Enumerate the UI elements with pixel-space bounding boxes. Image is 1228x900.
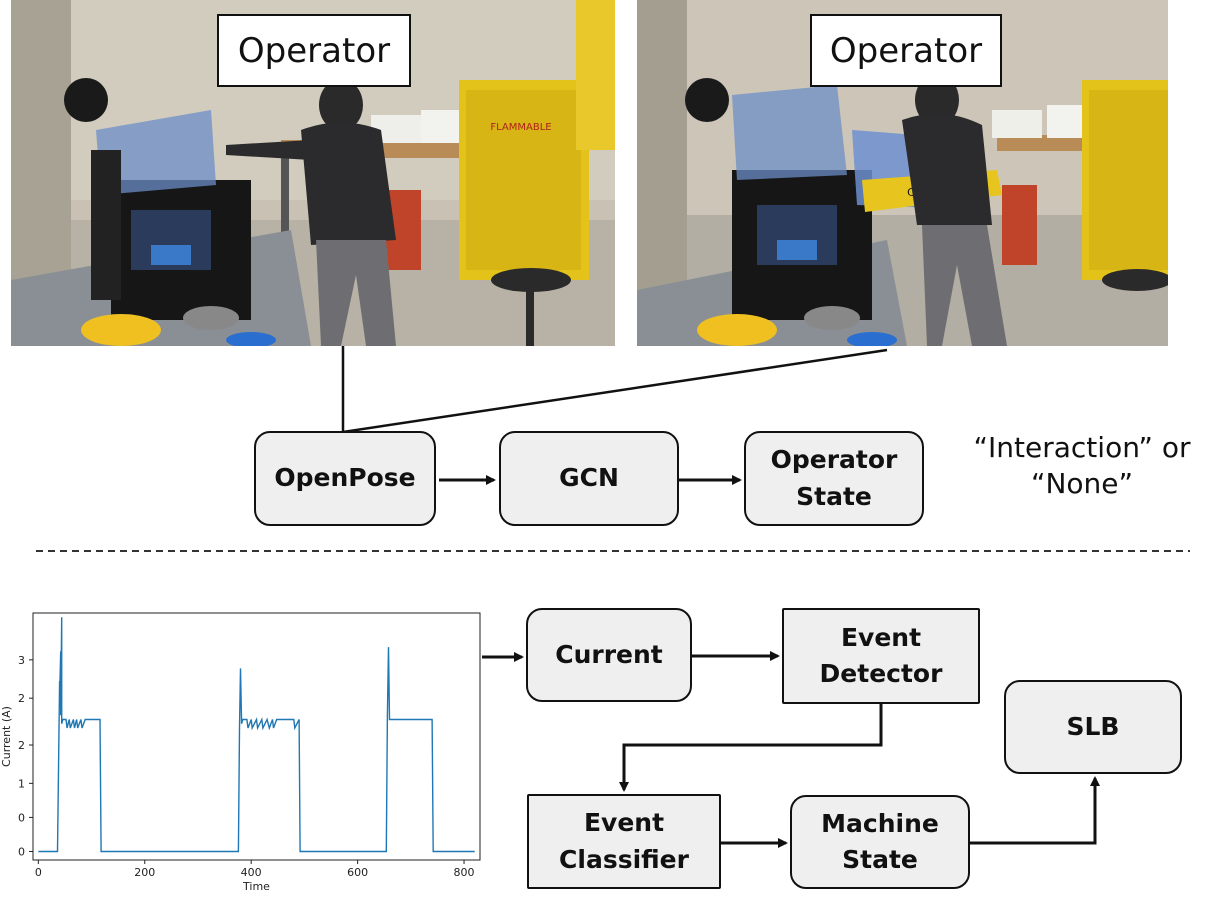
- event-classifier-node: Event Classifier: [527, 794, 721, 889]
- gcn-node-label: GCN: [559, 463, 619, 493]
- operator-label-right: Operator: [810, 14, 1002, 87]
- gcn-node: GCN: [499, 431, 679, 526]
- operator-state-output-note: “Interaction” or “None”: [973, 431, 1191, 501]
- slb-node-label: SLB: [1066, 711, 1120, 741]
- y-tick-label: 3: [18, 654, 25, 667]
- event-detector-node: Event Detector: [782, 608, 980, 704]
- y-tick-label: 0: [18, 845, 25, 858]
- chart-plot-frame: [32, 612, 481, 861]
- y-tick-label: 2: [18, 739, 25, 752]
- arrow-machine-state-slb: [970, 776, 1100, 845]
- chart-x-axis-label: Time: [242, 880, 270, 893]
- x-tick-label: 800: [454, 866, 475, 879]
- event-detector-node-label: Event Detector: [819, 622, 943, 688]
- arrow-detector-classifier: [619, 704, 883, 792]
- y-tick-label: 2: [18, 692, 25, 705]
- y-tick-label: 1: [18, 777, 25, 790]
- current-series-line: [38, 617, 475, 853]
- operator-label-left: Operator: [217, 14, 411, 87]
- current-node-label: Current: [555, 639, 663, 669]
- current-node: Current: [526, 608, 692, 702]
- slb-node: SLB: [1004, 680, 1182, 774]
- machine-state-node: Machine State: [790, 795, 970, 889]
- chart-y-axis-label: Current (A): [0, 706, 13, 767]
- operator-state-node-label: Operator State: [770, 445, 898, 511]
- operator-photo-right: CEL 3D Operator: [637, 0, 1168, 346]
- machine-state-node-label: Machine State: [821, 808, 939, 874]
- cabinet-label-left: FLAMMABLE: [490, 122, 551, 133]
- y-tick-label: 0: [18, 811, 25, 824]
- x-tick-label: 600: [347, 866, 368, 879]
- x-tick-label: 400: [241, 866, 262, 879]
- x-tick-label: 200: [134, 866, 155, 879]
- openpose-node-label: OpenPose: [274, 463, 416, 493]
- connector-right-photo: [342, 348, 888, 434]
- x-tick-label: 0: [35, 866, 42, 879]
- openpose-node: OpenPose: [254, 431, 436, 526]
- operator-state-node: Operator State: [744, 431, 924, 526]
- operator-photo-left: FLAMMABLE Operator: [11, 0, 615, 346]
- event-classifier-node-label: Event Classifier: [559, 808, 689, 874]
